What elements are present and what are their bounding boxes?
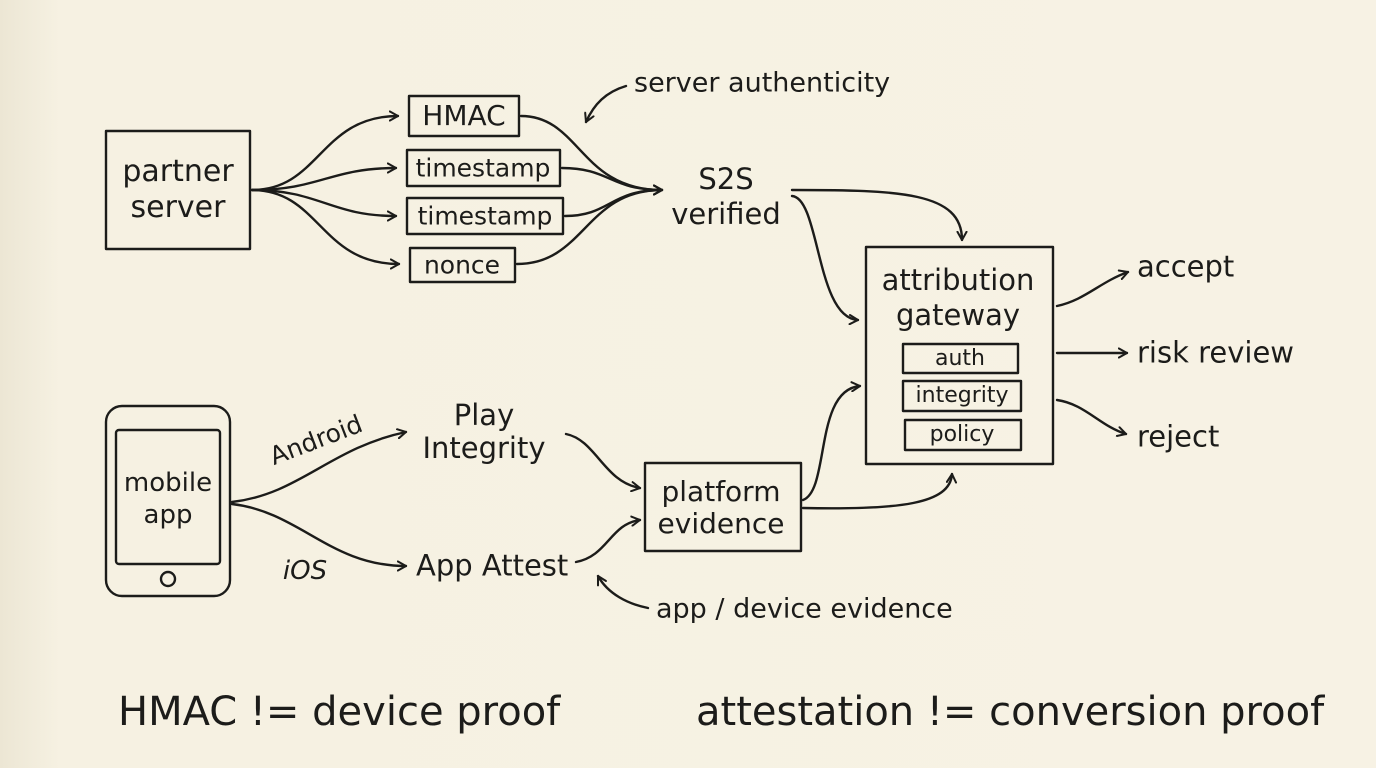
gateway-box bbox=[864, 245, 1055, 466]
edge-nonce-s2s bbox=[515, 190, 664, 266]
gateway-integrity-box bbox=[901, 379, 1023, 413]
partner-server-line-1: partner bbox=[122, 154, 234, 189]
server-authenticity-label: server authenticity bbox=[634, 67, 891, 99]
attribution-gateway-line-1: attribution bbox=[881, 263, 1035, 297]
phone-body bbox=[104, 404, 232, 598]
edge-gateway-reject bbox=[1055, 398, 1128, 434]
partner-server-box bbox=[104, 129, 252, 251]
nonce-box bbox=[408, 246, 517, 284]
mobile-app-label: mobile app bbox=[124, 470, 212, 528]
platform-evidence-box bbox=[643, 461, 803, 553]
s2s-verified-line-1: S2S bbox=[698, 162, 754, 196]
footer-hmac-note: HMAC != device proof bbox=[118, 689, 561, 735]
timestamp-2-box bbox=[405, 196, 565, 236]
outcome-reject: reject bbox=[1137, 419, 1220, 454]
partner-server-label: partner server bbox=[122, 157, 233, 223]
phone-home-button bbox=[159, 570, 177, 588]
platform-evidence-line-1: platform bbox=[661, 475, 781, 508]
app-device-evidence-label: app / device evidence bbox=[656, 593, 953, 625]
gateway-auth-box bbox=[901, 342, 1020, 375]
edge-server-hmac bbox=[250, 116, 400, 192]
edge-app-app-attest bbox=[230, 502, 408, 566]
mobile-app-line-2: app bbox=[143, 500, 193, 530]
gateway-check-integrity: integrity bbox=[915, 383, 1009, 408]
attribution-gateway-line-2: gateway bbox=[895, 298, 1021, 332]
gateway-policy-box bbox=[903, 418, 1023, 452]
timestamp-2-label: timestamp bbox=[417, 201, 553, 231]
app-attest-label: App Attest bbox=[416, 548, 569, 583]
edge-platform-gateway-bottom bbox=[801, 472, 952, 510]
play-integrity-label: Play Integrity bbox=[422, 401, 545, 463]
platform-evidence-label: platform evidence bbox=[658, 478, 785, 538]
outcome-risk-review: risk review bbox=[1137, 335, 1295, 370]
edge-app-play-integrity bbox=[230, 432, 408, 504]
edge-s2s-gateway-left bbox=[790, 194, 860, 320]
edge-app-attest-platform bbox=[574, 520, 642, 564]
edge-server-timestamp-2 bbox=[250, 188, 398, 216]
edge-server-timestamp-1 bbox=[250, 168, 398, 192]
hmac-label: HMAC bbox=[422, 99, 506, 132]
platform-evidence-line-2: evidence bbox=[657, 507, 785, 540]
timestamp-1-box bbox=[405, 148, 562, 188]
outcome-accept: accept bbox=[1137, 249, 1235, 284]
callout-app-device-evidence bbox=[596, 574, 650, 610]
play-integrity-line-2: Integrity bbox=[422, 431, 546, 465]
callout-server-authenticity bbox=[586, 84, 628, 124]
attribution-gateway-label: attribution gateway bbox=[882, 266, 1035, 330]
edge-play-integrity-platform bbox=[564, 432, 642, 488]
gateway-check-policy: policy bbox=[929, 422, 995, 447]
edge-s2s-gateway-top bbox=[790, 188, 962, 242]
play-integrity-line-1: Play bbox=[453, 398, 515, 432]
phone-screen bbox=[114, 428, 222, 566]
nonce-label: nonce bbox=[423, 250, 501, 280]
footer-attestation-note: attestation != conversion proof bbox=[696, 689, 1325, 735]
edge-platform-gateway-left bbox=[801, 386, 862, 502]
edge-timestamp-1-s2s bbox=[560, 166, 664, 190]
s2s-verified-line-2: verified bbox=[671, 197, 781, 231]
ios-label: iOS bbox=[282, 556, 328, 586]
hmac-box bbox=[407, 94, 521, 138]
mobile-app-line-1: mobile bbox=[123, 468, 213, 498]
s2s-verified-label: S2S verified bbox=[671, 165, 781, 229]
timestamp-1-label: timestamp bbox=[415, 153, 551, 183]
gateway-check-auth: auth bbox=[935, 346, 985, 371]
partner-server-line-2: server bbox=[130, 190, 226, 225]
edge-gateway-accept bbox=[1055, 272, 1130, 308]
edge-server-nonce bbox=[250, 188, 401, 264]
